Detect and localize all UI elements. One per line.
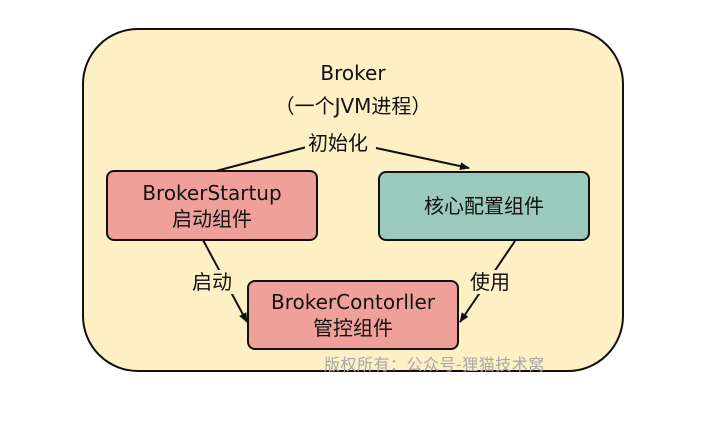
edge-init-line-left bbox=[215, 143, 319, 172]
broker-subtitle: （一个JVM进程） bbox=[274, 94, 432, 118]
edge-label-start: 启动 bbox=[189, 270, 235, 294]
watermark: 版权所有：公众号-狸猫技术窝 bbox=[324, 355, 545, 374]
edge-label-use: 使用 bbox=[467, 270, 513, 294]
node-broker-controller-desc: 管控组件 bbox=[313, 316, 393, 340]
node-broker-startup: BrokerStartup 启动组件 bbox=[106, 170, 318, 241]
node-broker-controller: BrokerContorller 管控组件 bbox=[247, 280, 459, 350]
node-broker-startup-name: BrokerStartup bbox=[142, 180, 282, 205]
broker-title: Broker bbox=[320, 61, 386, 85]
node-core-config-name: 核心配置组件 bbox=[424, 194, 544, 218]
node-core-config: 核心配置组件 bbox=[378, 171, 590, 241]
edge-label-init: 初始化 bbox=[305, 131, 371, 155]
node-broker-controller-name: BrokerContorller bbox=[271, 290, 435, 314]
node-broker-startup-desc: 启动组件 bbox=[172, 206, 252, 231]
edge-init-line-right bbox=[375, 147, 470, 171]
